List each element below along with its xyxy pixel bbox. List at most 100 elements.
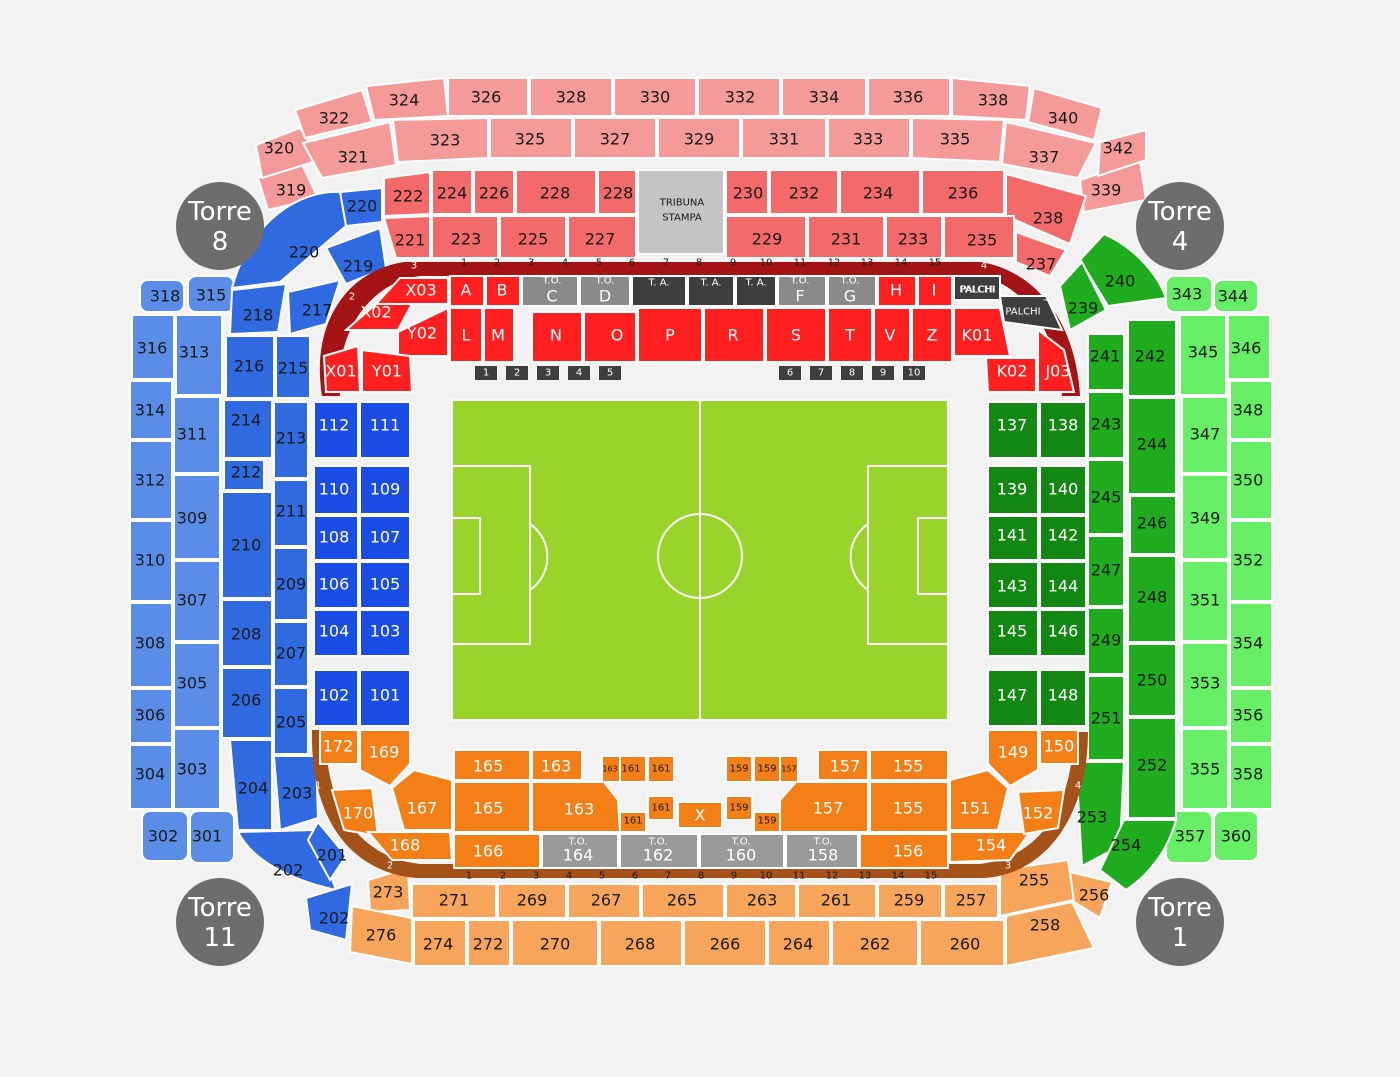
section-333[interactable] — [827, 117, 911, 159]
section-347[interactable] — [1181, 396, 1229, 474]
section-329[interactable] — [657, 117, 741, 159]
section-242[interactable] — [1127, 319, 1177, 397]
section-155a[interactable] — [869, 749, 949, 781]
section-254[interactable] — [1098, 819, 1178, 892]
section-257[interactable] — [943, 883, 999, 919]
section-161c[interactable] — [647, 795, 675, 821]
box-8[interactable] — [841, 366, 863, 380]
section-162[interactable] — [619, 833, 699, 869]
section-228a[interactable] — [515, 169, 597, 215]
section-237[interactable] — [1015, 230, 1068, 278]
box-3[interactable] — [537, 366, 559, 380]
section-232[interactable] — [769, 169, 839, 215]
section-352[interactable] — [1229, 520, 1273, 602]
section-318[interactable] — [139, 279, 185, 313]
section-330[interactable] — [613, 77, 697, 117]
section-155b[interactable] — [869, 781, 949, 833]
section-K01[interactable] — [953, 307, 1012, 357]
section-102[interactable] — [313, 669, 359, 727]
section-239[interactable] — [1058, 260, 1108, 332]
section-150[interactable] — [1039, 729, 1079, 765]
section-O[interactable] — [583, 311, 637, 363]
section-214[interactable] — [223, 399, 273, 459]
section-308[interactable] — [129, 602, 173, 688]
section-252[interactable] — [1127, 717, 1177, 819]
section-230[interactable] — [725, 169, 769, 215]
section-328[interactable] — [529, 77, 613, 117]
section-309[interactable] — [173, 474, 221, 560]
section-355[interactable] — [1181, 728, 1229, 810]
section-221[interactable] — [382, 214, 431, 259]
section-208[interactable] — [221, 599, 273, 667]
section-247[interactable] — [1087, 535, 1125, 607]
section-207[interactable] — [273, 621, 309, 687]
section-268[interactable] — [599, 919, 683, 967]
section-343[interactable] — [1165, 275, 1213, 313]
section-H[interactable] — [877, 275, 917, 307]
section-154[interactable] — [949, 831, 1032, 864]
section-269[interactable] — [497, 883, 567, 919]
section-225[interactable] — [499, 215, 567, 259]
section-159b[interactable] — [753, 755, 781, 783]
section-226[interactable] — [473, 169, 515, 215]
section-S[interactable] — [765, 307, 827, 363]
section-301[interactable] — [189, 810, 235, 864]
section-354[interactable] — [1229, 602, 1273, 688]
section-212[interactable] — [223, 459, 265, 491]
section-201[interactable] — [306, 820, 348, 882]
section-322[interactable] — [293, 88, 374, 140]
section-161b[interactable] — [647, 755, 675, 783]
section-111[interactable] — [359, 401, 411, 459]
section-243[interactable] — [1087, 391, 1125, 459]
box-1[interactable] — [475, 366, 497, 380]
section-TA-3[interactable] — [735, 275, 777, 307]
section-321[interactable] — [301, 120, 398, 180]
section-306[interactable] — [129, 688, 173, 744]
section-302[interactable] — [141, 810, 189, 862]
section-353[interactable] — [1181, 642, 1229, 728]
section-228b[interactable] — [597, 169, 637, 215]
section-D[interactable] — [579, 275, 631, 307]
section-202b[interactable] — [304, 882, 354, 942]
section-316[interactable] — [131, 314, 175, 380]
section-271[interactable] — [411, 883, 497, 919]
section-143[interactable] — [987, 561, 1039, 609]
section-250[interactable] — [1127, 643, 1177, 717]
section-G[interactable] — [827, 275, 877, 307]
section-103[interactable] — [359, 609, 411, 657]
section-161d[interactable] — [619, 811, 647, 833]
section-M[interactable] — [483, 307, 515, 363]
section-104[interactable] — [313, 609, 359, 657]
section-211[interactable] — [273, 479, 309, 547]
section-Y01[interactable] — [361, 348, 414, 393]
section-244[interactable] — [1127, 397, 1177, 495]
section-336[interactable] — [867, 77, 951, 117]
section-215[interactable] — [275, 335, 311, 399]
section-216[interactable] — [225, 335, 275, 399]
section-314[interactable] — [129, 380, 173, 440]
section-159c[interactable] — [725, 795, 753, 821]
section-146[interactable] — [1039, 609, 1087, 657]
section-217[interactable] — [286, 278, 342, 336]
section-172[interactable] — [319, 729, 359, 765]
box-7[interactable] — [810, 366, 832, 380]
section-N[interactable] — [531, 311, 583, 363]
section-168[interactable] — [365, 831, 454, 861]
section-325[interactable] — [489, 117, 573, 159]
section-346[interactable] — [1227, 314, 1271, 380]
tribuna-stampa-box[interactable] — [637, 169, 725, 255]
section-236[interactable] — [921, 169, 1005, 215]
section-261[interactable] — [797, 883, 877, 919]
section-F[interactable] — [777, 275, 827, 307]
tower-1[interactable]: Torre 1 — [1136, 878, 1224, 966]
section-332[interactable] — [697, 77, 781, 117]
section-348[interactable] — [1229, 380, 1273, 440]
section-X01[interactable] — [322, 344, 362, 393]
section-260[interactable] — [919, 919, 1005, 967]
section-238[interactable] — [1005, 172, 1088, 246]
section-palchi-2[interactable] — [998, 295, 1064, 332]
section-351[interactable] — [1181, 560, 1229, 642]
section-106[interactable] — [313, 561, 359, 609]
section-163a[interactable] — [531, 749, 583, 781]
section-B[interactable] — [485, 275, 521, 307]
